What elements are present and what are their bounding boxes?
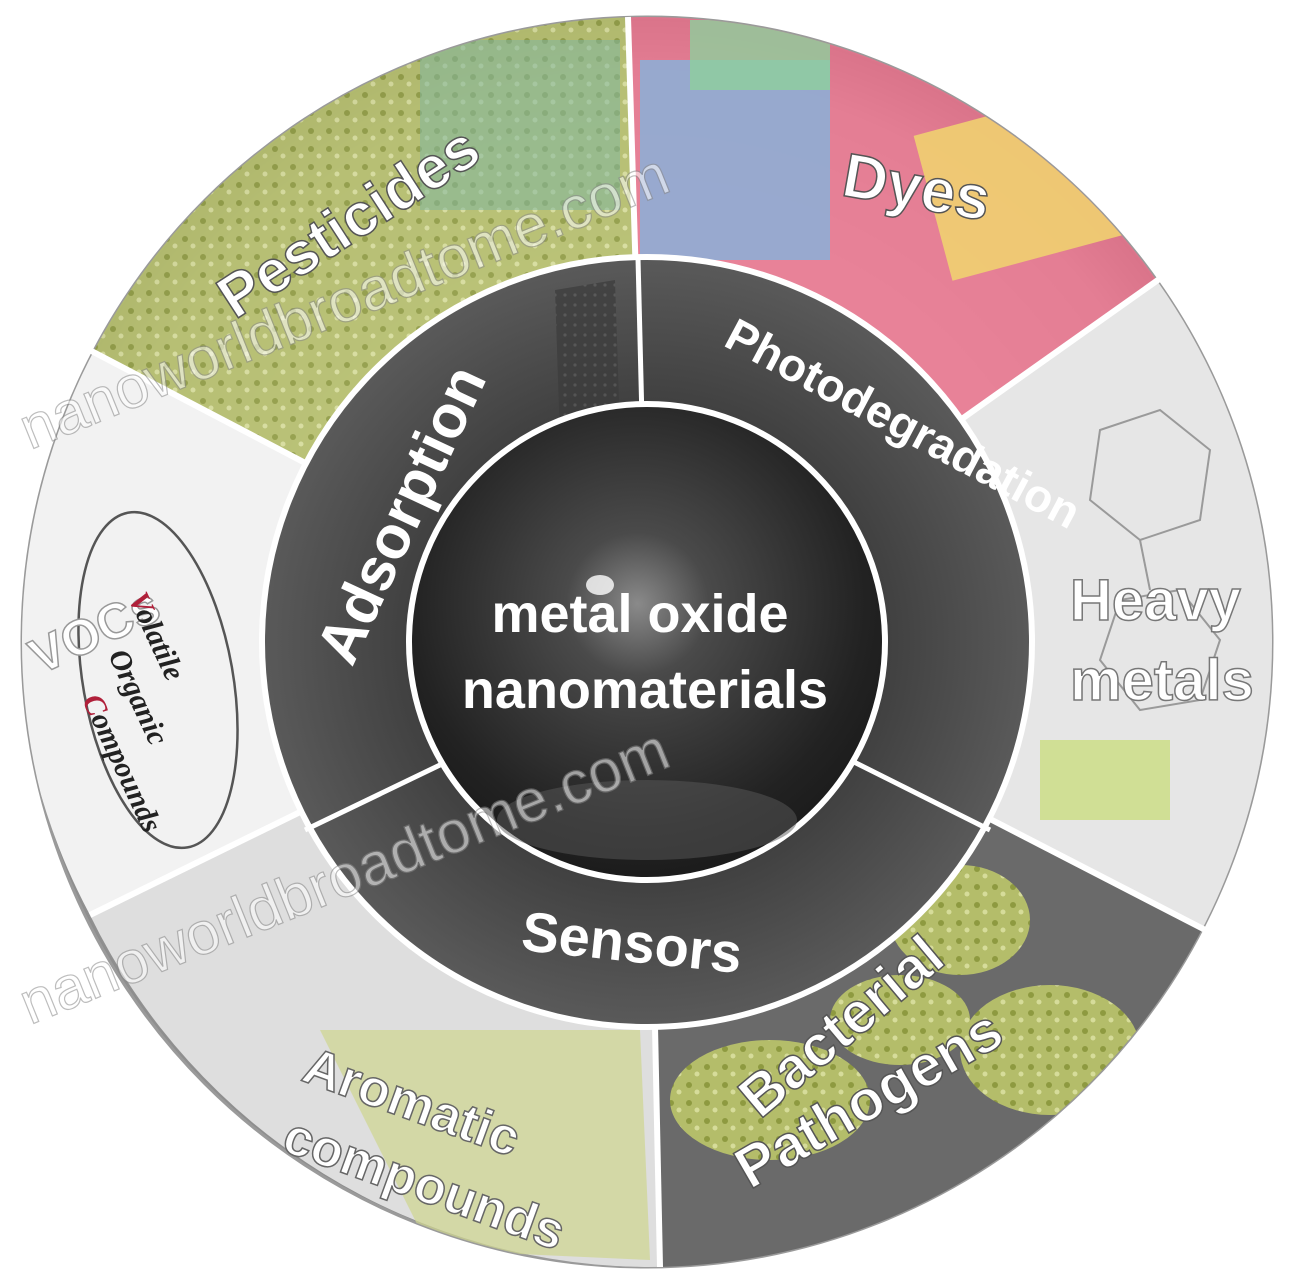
heavy-metals-label-2: metals xyxy=(1070,648,1254,713)
core-label-line2: nanomaterials xyxy=(462,660,828,720)
heavy-metals-green-patch xyxy=(1040,740,1170,820)
heavy-metals-label-1: Heavy xyxy=(1070,568,1241,633)
dyes-green-patch xyxy=(690,20,830,90)
core-label-line1: metal oxide xyxy=(491,584,788,644)
